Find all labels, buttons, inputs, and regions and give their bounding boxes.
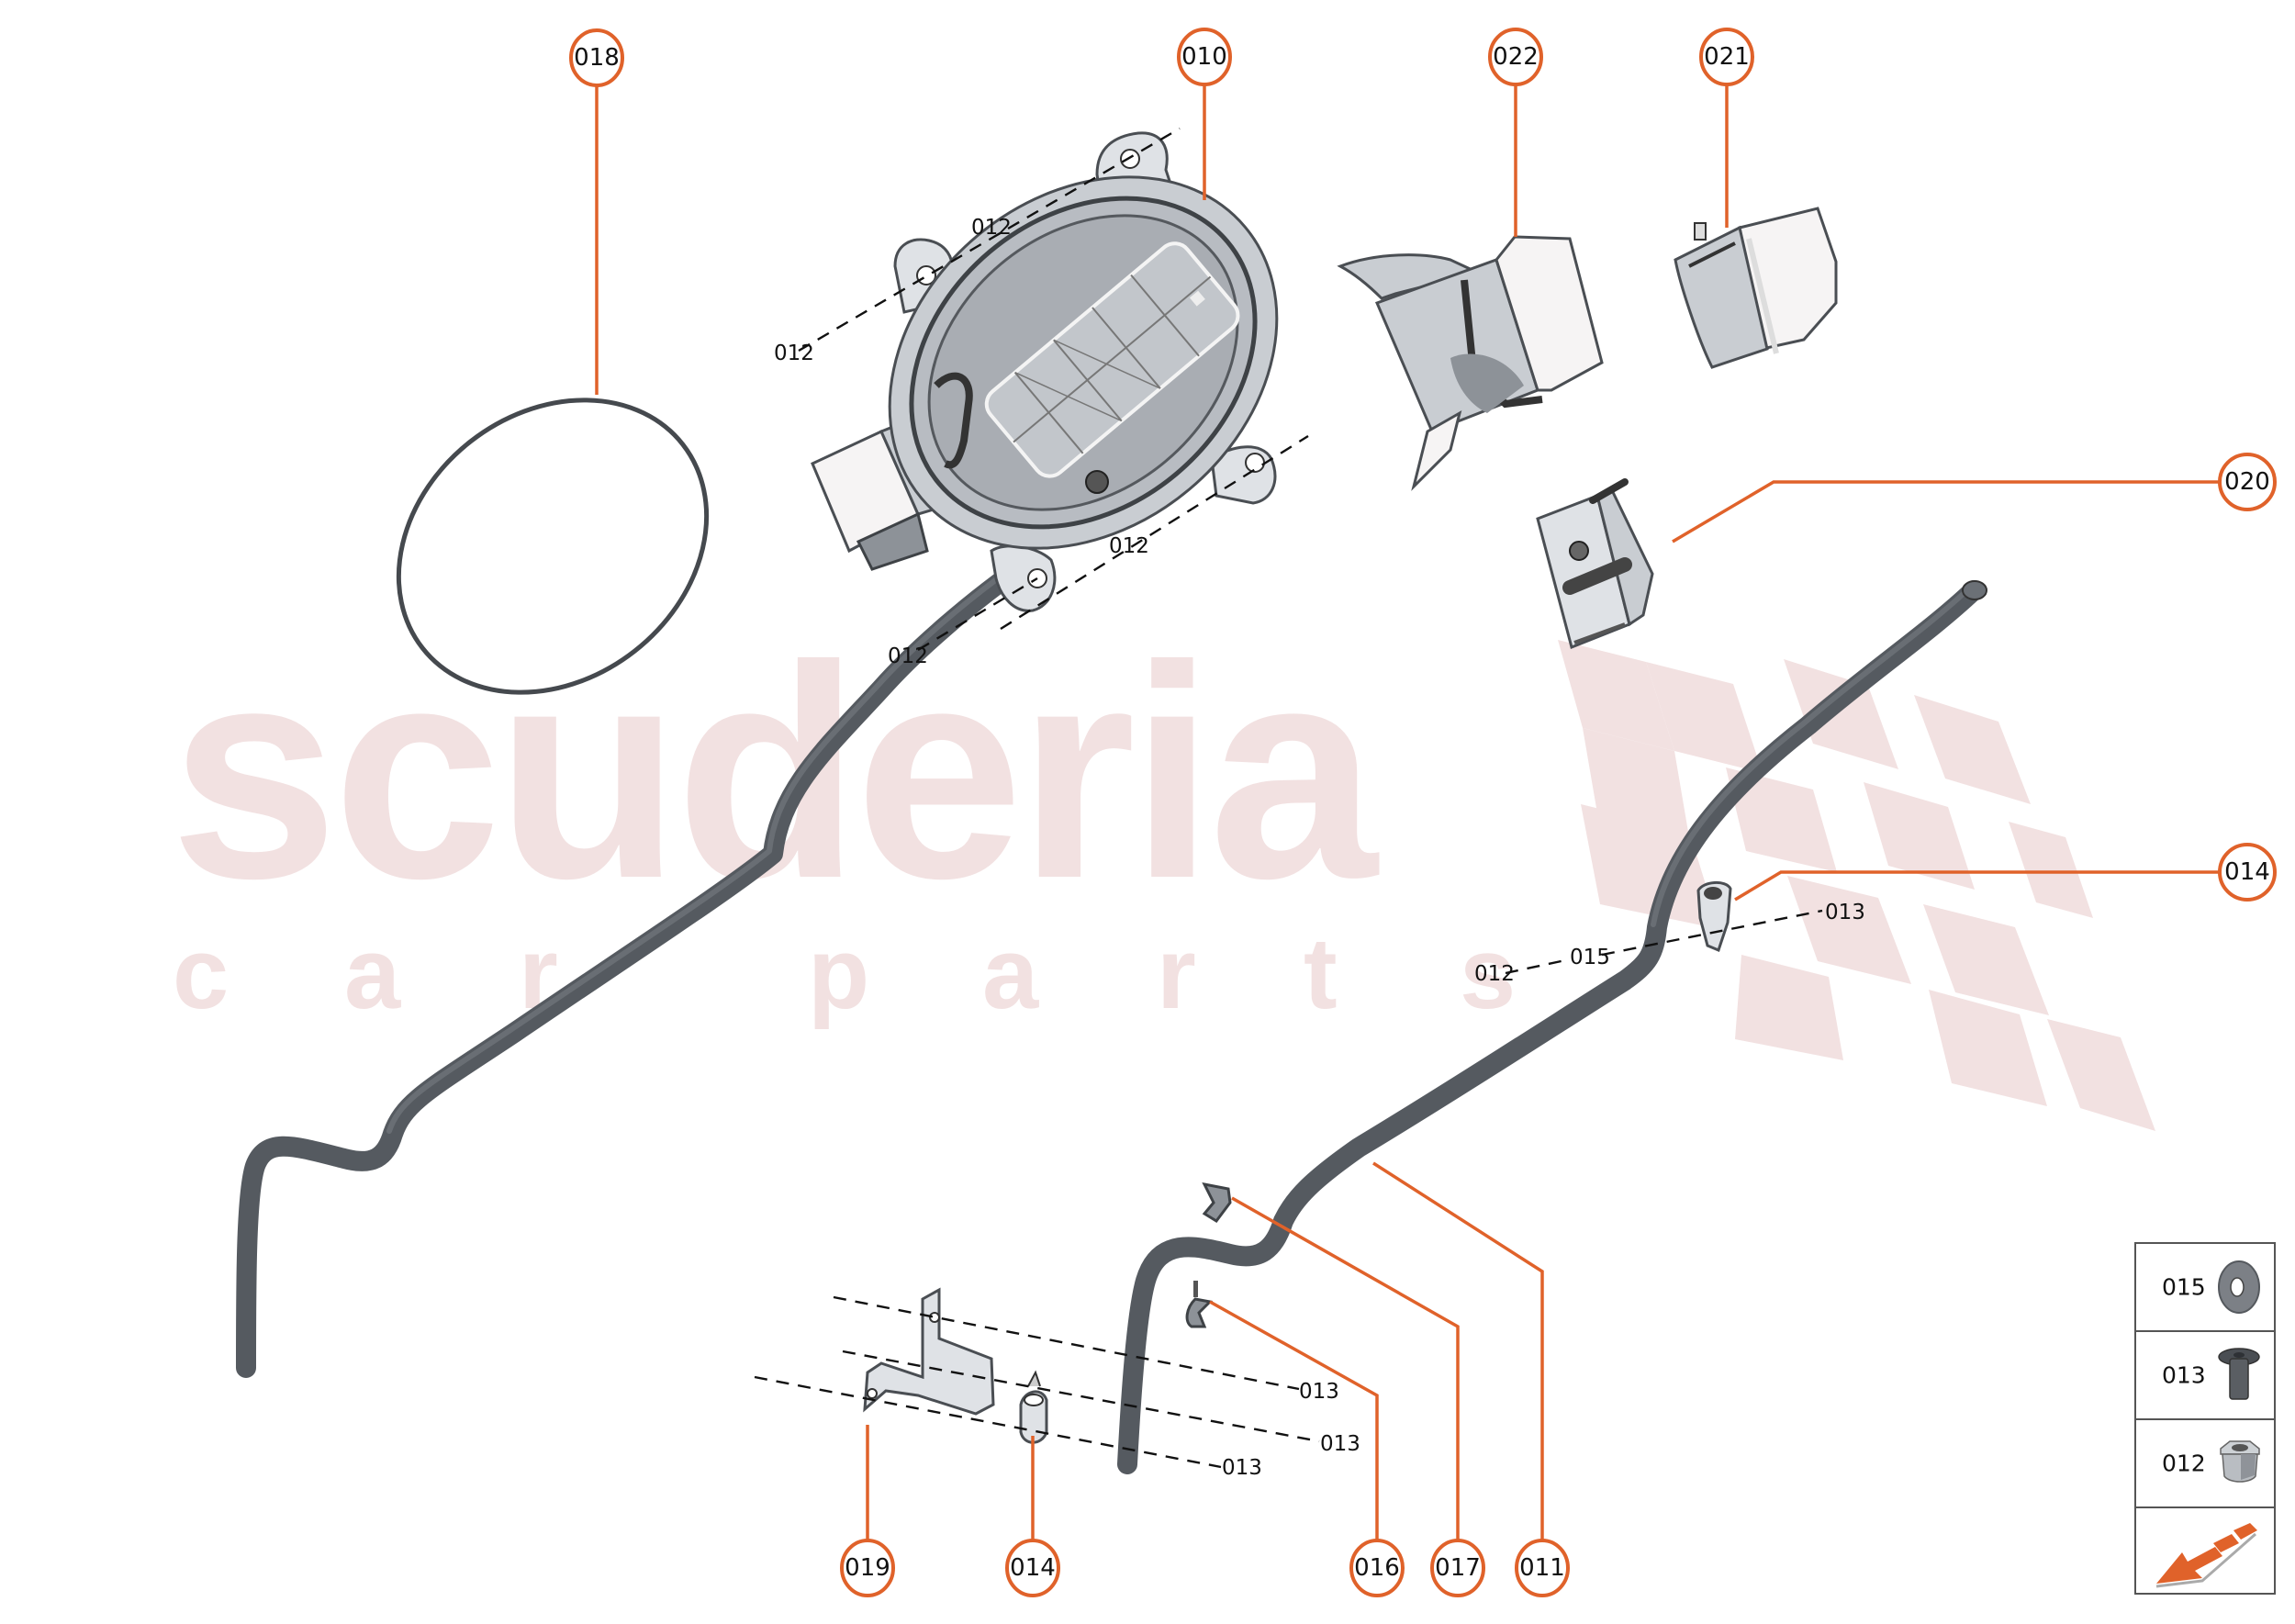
- part-014-clip-right[interactable]: [1696, 881, 1732, 953]
- svg-text:p: p: [808, 917, 869, 1030]
- part-017-hose-clip[interactable]: [1202, 1182, 1232, 1223]
- part-019-bracket[interactable]: [863, 1287, 995, 1416]
- ref-label: 012: [1109, 534, 1149, 558]
- part-018-seal-ring[interactable]: [341, 340, 765, 753]
- legend-item-012[interactable]: 012: [2136, 1420, 2274, 1508]
- ref-label: 012: [774, 342, 814, 365]
- callout-leader-lines: [595, 84, 2220, 1540]
- legend-code: 015: [2162, 1273, 2206, 1301]
- flange-nut-icon: [2220, 1440, 2260, 1483]
- callout-014-right[interactable]: 014: [2218, 843, 2277, 902]
- part-011-hose-right[interactable]: [1117, 580, 1987, 1474]
- svg-text:011: 011: [1519, 1554, 1565, 1582]
- svg-text:r: r: [1157, 917, 1196, 1030]
- ref-label: 012: [888, 644, 928, 668]
- callout-022[interactable]: 022: [1488, 28, 1543, 86]
- ref-label: 015: [1570, 946, 1610, 969]
- callout-011[interactable]: 011: [1515, 1539, 1570, 1597]
- part-022-funnel-housing[interactable]: [1337, 235, 1604, 491]
- checkered-flag-watermark: [1558, 640, 2155, 1131]
- svg-text:014: 014: [1010, 1554, 1056, 1582]
- part-010-filler-housing[interactable]: [811, 100, 1351, 624]
- legend-code: 012: [2162, 1450, 2206, 1477]
- previous-diagram-button[interactable]: [2136, 1508, 2274, 1596]
- callout-017[interactable]: 017: [1430, 1539, 1485, 1597]
- part-014-clip-bottom[interactable]: [1019, 1370, 1048, 1444]
- svg-text:019: 019: [845, 1554, 890, 1582]
- svg-text:018: 018: [574, 44, 620, 72]
- ref-label: 013: [1222, 1456, 1262, 1480]
- svg-text:014: 014: [2224, 858, 2270, 886]
- svg-text:017: 017: [1435, 1554, 1481, 1582]
- svg-text:c: c: [173, 917, 229, 1030]
- callout-014-bottom[interactable]: 014: [1005, 1539, 1060, 1597]
- svg-text:016: 016: [1354, 1554, 1400, 1582]
- callout-019[interactable]: 019: [840, 1539, 895, 1597]
- legend-code: 013: [2162, 1361, 2206, 1389]
- watermark-main: scuderia: [170, 602, 1379, 941]
- part-016-hose-clip[interactable]: [1185, 1281, 1214, 1328]
- watermark: scuderia c a r p a r t s: [170, 602, 2155, 1131]
- ref-label: 013: [1825, 901, 1865, 924]
- callout-018[interactable]: 018: [569, 28, 624, 87]
- svg-text:022: 022: [1493, 43, 1539, 71]
- ref-label: 012: [971, 216, 1012, 240]
- ref-label: 013: [1320, 1432, 1360, 1456]
- svg-text:t: t: [1304, 917, 1338, 1030]
- screw-icon: [2218, 1348, 2260, 1400]
- fastener-dashed-lines: [754, 127, 1823, 1469]
- fastener-reference-labels: 012 012 012 012 013 015 012 013 013 013: [774, 216, 1865, 1480]
- legend-item-013[interactable]: 013: [2136, 1332, 2274, 1420]
- ref-label: 013: [1299, 1380, 1339, 1404]
- part-011-hose-left[interactable]: [236, 564, 1022, 1378]
- part-021-bucket[interactable]: [1674, 207, 1838, 369]
- svg-text:a: a: [982, 917, 1039, 1030]
- callouts: 018 010 022 021 020 014 019 014 016 017 …: [569, 28, 2277, 1597]
- svg-text:a: a: [344, 917, 401, 1030]
- svg-text:021: 021: [1704, 43, 1750, 71]
- watermark-sub: c a r p a r t s: [173, 917, 1516, 1030]
- fastener-legend: 015 013 012: [2134, 1242, 2276, 1595]
- part-020-lock-actuator[interactable]: [1536, 478, 1654, 650]
- svg-text:020: 020: [2224, 468, 2270, 496]
- callout-010[interactable]: 010: [1177, 28, 1232, 86]
- callout-020[interactable]: 020: [2218, 453, 2277, 511]
- ref-label: 012: [1474, 962, 1515, 986]
- arrow-down-left-icon: [2155, 1523, 2257, 1588]
- washer-icon: [2218, 1260, 2260, 1314]
- legend-item-015[interactable]: 015: [2136, 1244, 2274, 1332]
- svg-text:010: 010: [1181, 43, 1227, 71]
- callout-021[interactable]: 021: [1699, 28, 1754, 86]
- callout-016[interactable]: 016: [1349, 1539, 1405, 1597]
